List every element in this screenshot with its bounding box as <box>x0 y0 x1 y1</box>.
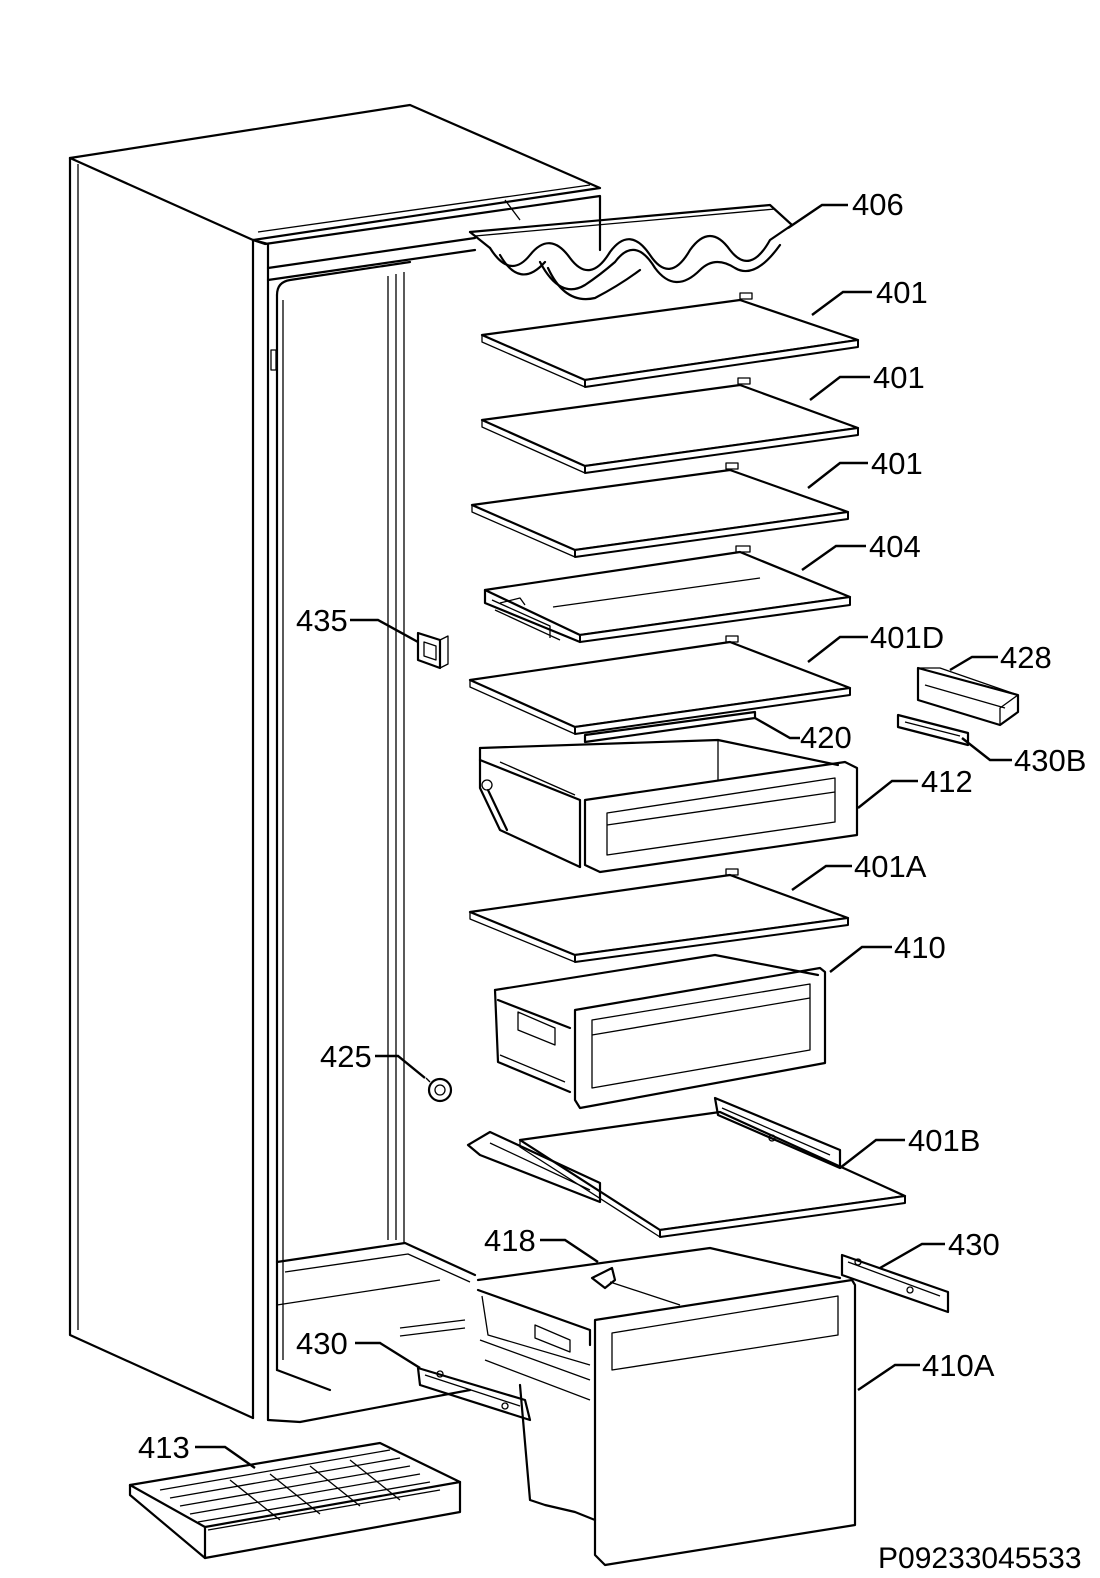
part-401D-glass-shelf <box>468 635 852 735</box>
callout-401-2: 401 <box>873 360 925 395</box>
part-430-left-rail <box>416 1366 532 1422</box>
callout-420: 420 <box>800 720 852 755</box>
drawing-code: P09233045533 <box>878 1542 1082 1575</box>
fridge-cabinet <box>68 103 602 1424</box>
callout-401-1: 401 <box>876 275 928 310</box>
callout-410: 410 <box>894 930 946 965</box>
part-418-divider <box>590 1266 617 1290</box>
callout-401A: 401A <box>854 849 927 884</box>
part-412-drawer <box>478 738 859 874</box>
callout-406: 406 <box>852 187 904 222</box>
callout-410A: 410A <box>922 1348 995 1383</box>
part-406-wine-rack <box>468 203 794 301</box>
callout-430-left: 430 <box>296 1326 348 1361</box>
part-410A-drawer <box>476 1246 857 1567</box>
callout-401D: 401D <box>870 620 944 655</box>
part-435-clip <box>416 631 449 670</box>
part-425-knob <box>425 1077 453 1103</box>
callout-430-right: 430 <box>948 1227 1000 1262</box>
part-413-grille <box>128 1441 462 1560</box>
callout-418: 418 <box>484 1223 536 1258</box>
part-401-glass-shelf-3 <box>470 462 850 558</box>
part-430-right-rail <box>840 1253 950 1314</box>
callout-413: 413 <box>138 1430 190 1465</box>
part-430B-rail <box>896 713 970 747</box>
part-410-drawer <box>493 953 827 1110</box>
part-401B-glass-shelf <box>466 1096 907 1238</box>
part-404-shelf-frame <box>483 545 852 644</box>
callout-labels: 406 401 401 401 404 435 401D 428 420 430… <box>138 187 1086 1465</box>
leader-lines <box>195 203 1012 1469</box>
callout-425: 425 <box>320 1039 372 1074</box>
callout-430B: 430B <box>1014 743 1086 778</box>
part-401A-glass-shelf <box>468 868 850 963</box>
callout-401B: 401B <box>908 1123 980 1158</box>
callout-412: 412 <box>921 764 973 799</box>
callout-404: 404 <box>869 529 921 564</box>
part-428-bracket <box>916 666 1020 727</box>
part-401-glass-shelf-1 <box>480 292 860 388</box>
callout-401-3: 401 <box>871 446 923 481</box>
callout-428: 428 <box>1000 640 1052 675</box>
part-401-glass-shelf-2 <box>480 377 860 474</box>
callout-435: 435 <box>296 603 348 638</box>
